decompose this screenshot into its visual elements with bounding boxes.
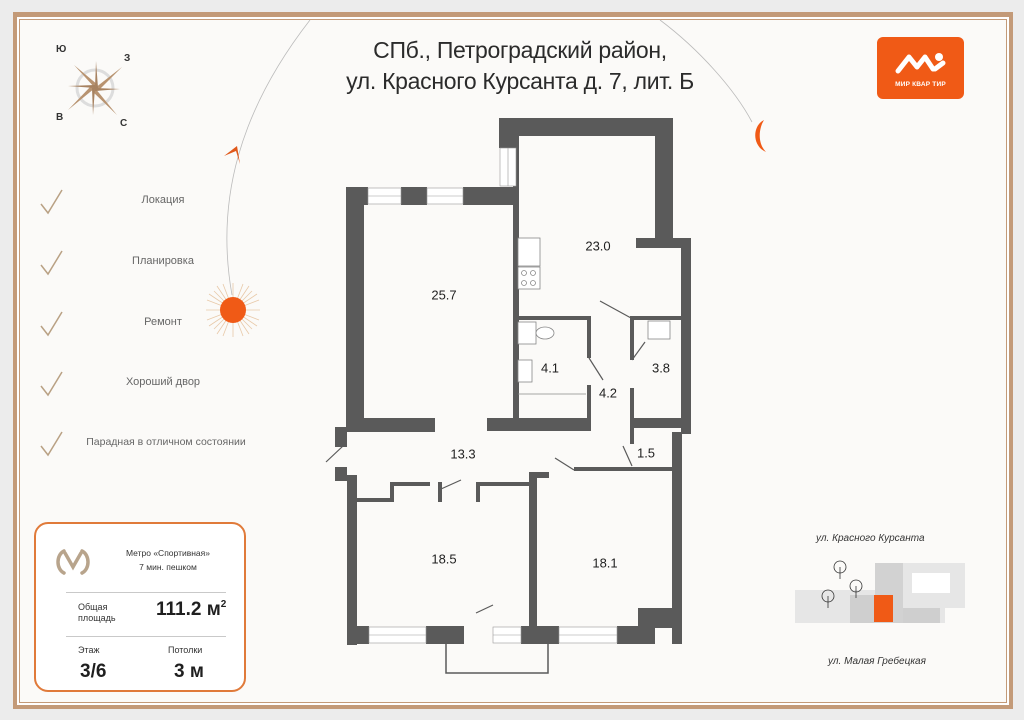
room-storage-area: 1.5 <box>636 445 656 461</box>
metro-logo-icon <box>56 549 90 575</box>
location-map <box>795 560 965 623</box>
ceiling-label: Потолки <box>168 645 203 655</box>
brand-logo[interactable]: МИР КВАР ТИР <box>877 37 964 99</box>
checkmark-icon <box>40 371 63 397</box>
compass-north-label: С <box>120 118 128 129</box>
card-divider <box>66 636 226 637</box>
feature-item: Локация <box>38 187 258 217</box>
logo-text: МИР КВАР ТИР <box>895 81 946 88</box>
room-hallway-area: 13.3 <box>450 446 476 462</box>
building-highlight <box>874 595 893 622</box>
info-card: Метро «Спортивная» 7 мин. пешком Общая п… <box>34 522 246 692</box>
card-divider <box>66 592 226 593</box>
room-kitchen-area: 23.0 <box>585 238 611 254</box>
checkmark-icon <box>40 431 63 457</box>
feature-label: Парадная в отличном состоянии <box>86 436 246 448</box>
room-shower-area: 3.8 <box>651 360 671 376</box>
area-number: 111.2 м <box>156 599 221 620</box>
checkmark-icon <box>40 311 63 337</box>
compass-south-label: Ю <box>56 44 67 55</box>
total-area-label: Общая площадь <box>78 602 116 624</box>
street-bottom-label: ул. Малая Гребецкая <box>828 656 926 667</box>
title-line-1: СПб., Петроградский район, <box>373 37 667 63</box>
room-bedroom-bottom-right-area: 18.1 <box>592 555 618 571</box>
title-line-2: ул. Красного Курсанта д. 7, лит. Б <box>346 68 694 94</box>
feature-label: Ремонт <box>144 316 182 328</box>
tree-icon <box>821 560 863 608</box>
page-title: СПб., Петроградский район, ул. Красного … <box>300 35 740 97</box>
compass-west-label: З <box>124 53 131 64</box>
room-bedroom-bottom-left-area: 18.5 <box>431 551 457 567</box>
room-bathroom-area: 4.1 <box>540 360 560 376</box>
street-top-label: ул. Красного Курсанта <box>816 533 925 544</box>
total-area-value: 111.2 м2 <box>156 599 226 621</box>
floor-value: 3/6 <box>80 661 107 682</box>
area-unit-sup: 2 <box>220 599 227 610</box>
room-bedroom-left-area: 25.7 <box>431 287 457 303</box>
feature-item: Парадная в отличном состоянии <box>38 429 258 459</box>
sun-icon <box>206 283 260 337</box>
crescent-moon-icon <box>755 120 766 152</box>
feature-item: Хороший двор <box>38 369 258 399</box>
room-corridor-small-area: 4.2 <box>598 385 618 401</box>
compass-rose-icon <box>68 61 122 115</box>
feature-item: Ремонт <box>38 309 258 339</box>
checkmark-icon <box>40 250 63 276</box>
logo-mark-icon <box>895 53 946 74</box>
area-label-line-1: Общая <box>78 602 108 612</box>
metro-walk-time: 7 мин. пешком <box>139 562 197 572</box>
ceiling-value: 3 м <box>174 661 204 682</box>
feature-label: Локация <box>141 194 185 206</box>
checkmark-icon <box>40 189 63 215</box>
feature-label: Хороший двор <box>125 376 201 388</box>
compass-east-label: В <box>56 112 64 123</box>
metro-station: Метро «Спортивная» <box>126 548 210 558</box>
area-label-line-2: площадь <box>78 613 116 623</box>
feature-label: Планировка <box>132 255 194 267</box>
metro-info: Метро «Спортивная» 7 мин. пешком <box>98 546 238 574</box>
feature-item: Планировка <box>38 248 258 278</box>
arrow-up-icon <box>224 146 240 164</box>
floor-label: Этаж <box>78 645 100 655</box>
